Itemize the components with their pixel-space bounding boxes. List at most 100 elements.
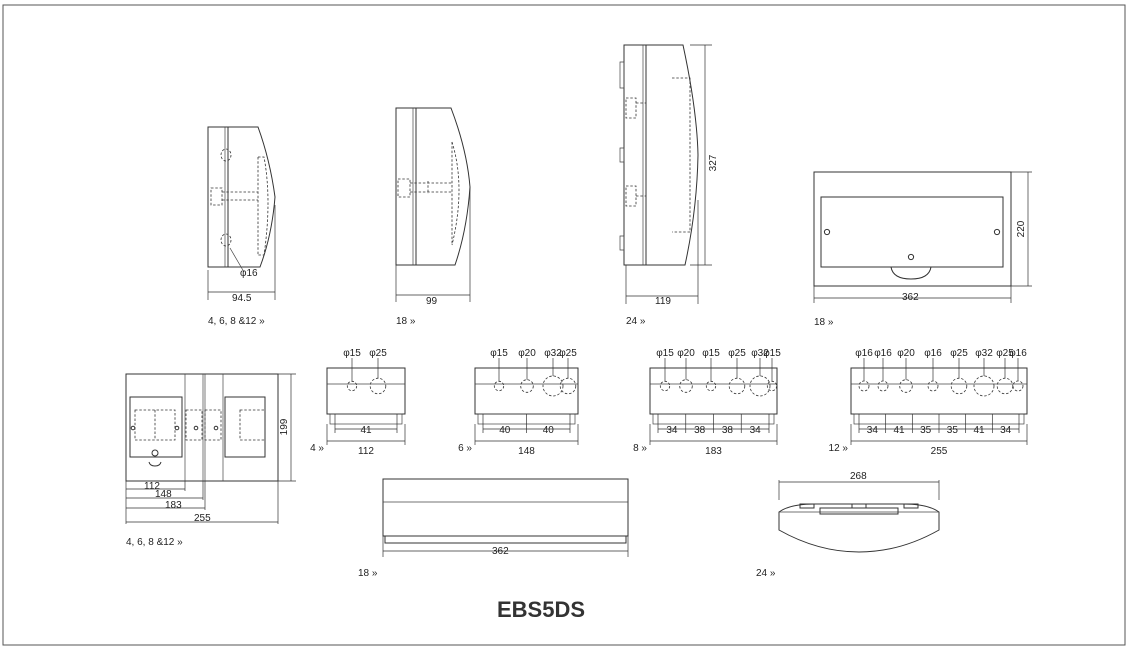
bottom-view-model-label: 8 » (633, 443, 647, 454)
hole-diameter-label: φ25 (950, 348, 968, 359)
bottom-view-body (326, 367, 406, 415)
front-view-small (125, 373, 296, 524)
hole-diameter-label: φ25 (369, 348, 387, 359)
bottom-view-width: 112 (358, 446, 374, 457)
bottom-view-width: 183 (705, 446, 722, 457)
knockout-hole (679, 379, 693, 393)
bottom-view-1: φ15 φ25 41 112 4 » (310, 348, 406, 457)
side-view-small (207, 126, 276, 300)
top-view-18 (382, 478, 629, 557)
front-view-small-width-148: 148 (155, 489, 172, 500)
pitch-value: 41 (973, 425, 985, 436)
knockout-hole (950, 377, 968, 395)
side-view-18-label: 18 » (396, 316, 416, 327)
bottom-view-model-label: 6 » (458, 443, 472, 454)
front-view-small-height: 199 (279, 418, 290, 435)
bottom-view-model-label: 12 » (829, 443, 849, 454)
front-view-18-height: 220 (1016, 220, 1027, 237)
knockout-hole (766, 380, 778, 392)
pitch-value: 34 (750, 425, 762, 436)
drawing-title: EBS5DS (497, 597, 585, 622)
bottom-view-body (474, 367, 579, 415)
side-view-18-depth: 99 (426, 296, 438, 307)
knockout-hole (728, 377, 746, 395)
front-view-18-width: 362 (902, 292, 919, 303)
hole-diameter-label: φ15 (343, 348, 361, 359)
hole-diameter-label: φ32 (975, 348, 993, 359)
knockout-hole (559, 377, 577, 395)
front-view-small-width-112: 112 (144, 481, 160, 492)
hole-diameter-label: φ15 (702, 348, 720, 359)
knockout-hole (899, 379, 913, 393)
knockout-hole (659, 380, 671, 392)
side-view-24-label: 24 » (626, 316, 646, 327)
pitch-value: 35 (920, 425, 932, 436)
top-view-18-width: 362 (492, 546, 509, 557)
knockout-hole (973, 375, 995, 397)
hole-diameter-label: φ20 (518, 348, 536, 359)
side-view-24-depth: 119 (655, 296, 671, 307)
knockout-hole (520, 379, 534, 393)
top-view-18-label: 18 » (358, 568, 378, 579)
hole-diameter-label: φ25 (728, 348, 746, 359)
pitch-value: 34 (867, 425, 879, 436)
bottom-view-rail (329, 413, 403, 425)
side-view-small-hole-label: φ16 (240, 268, 258, 279)
hole-diameter-label: φ15 (490, 348, 508, 359)
knockout-hole (749, 375, 771, 397)
knockout-hole (369, 377, 387, 395)
hole-diameter-label: φ32 (751, 348, 769, 359)
top-view-24 (778, 480, 940, 553)
pitch-value: 34 (666, 425, 678, 436)
knockout-hole (1012, 380, 1024, 392)
drawing-frame (2, 4, 1126, 646)
side-view-small-label: 4, 6, 8 &12 » (208, 316, 265, 327)
hole-diameter-label: φ25 (996, 348, 1014, 359)
pitch-value: 40 (543, 425, 555, 436)
knockout-hole (996, 377, 1014, 395)
bottom-view-body (850, 367, 1028, 415)
knockout-hole (705, 380, 717, 392)
front-view-small-label: 4, 6, 8 &12 » (126, 537, 183, 548)
hole-diameter-label: φ20 (677, 348, 695, 359)
knockout-hole (346, 380, 358, 392)
pitch-value: 38 (722, 425, 734, 436)
knockout-hole (927, 380, 939, 392)
pitch-value: 34 (1000, 425, 1012, 436)
front-view-small-width-255: 255 (194, 513, 211, 524)
pitch-value: 41 (893, 425, 905, 436)
bottom-view-model-label: 4 » (310, 443, 324, 454)
hole-diameter-label: φ15 (656, 348, 674, 359)
top-view-24-width: 268 (850, 471, 867, 482)
side-view-24-height: 327 (708, 154, 719, 171)
hole-diameter-label: φ16 (874, 348, 892, 359)
top-view-24-label: 24 » (756, 568, 776, 579)
knockout-hole (542, 375, 564, 397)
front-view-small-width-183: 183 (165, 500, 182, 511)
bottom-view-body (649, 367, 778, 415)
pitch-value: 38 (694, 425, 706, 436)
knockout-hole (877, 380, 889, 392)
hole-diameter-label: φ20 (897, 348, 915, 359)
hole-diameter-label: φ25 (559, 348, 577, 359)
side-view-24 (619, 44, 712, 304)
hole-diameter-label: φ32 (544, 348, 562, 359)
front-view-18 (813, 171, 1032, 303)
hole-diameter-label: φ16 (1009, 348, 1027, 359)
knockout-hole (493, 380, 505, 392)
pitch-value: 41 (360, 425, 372, 436)
hole-diameter-label: φ16 (924, 348, 942, 359)
hole-diameter-label: φ16 (855, 348, 873, 359)
bottom-view-width: 255 (931, 446, 948, 457)
side-view-small-depth: 94.5 (232, 293, 252, 304)
front-view-18-label: 18 » (814, 317, 834, 328)
bottom-view-width: 148 (518, 446, 535, 457)
knockout-hole (858, 380, 870, 392)
pitch-value: 35 (947, 425, 959, 436)
